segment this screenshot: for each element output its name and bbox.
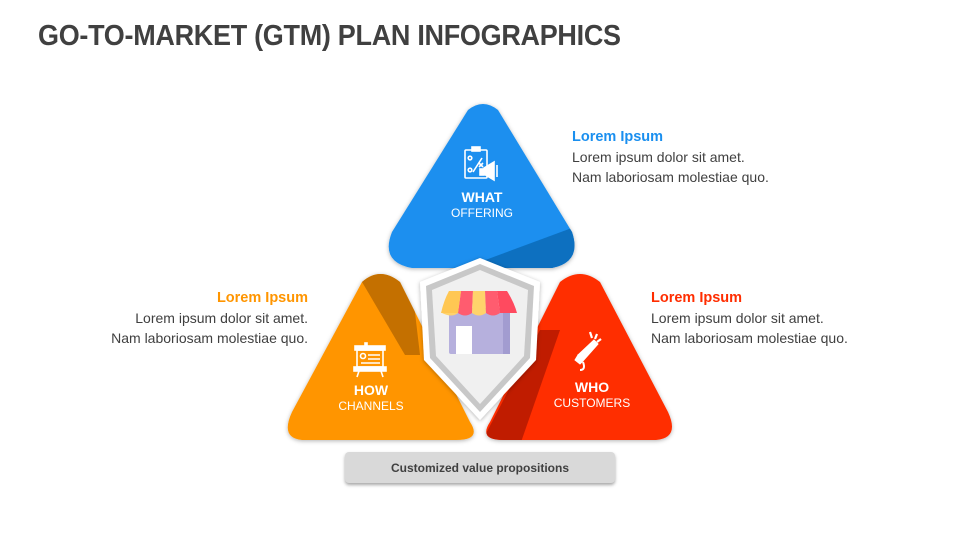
page-title: GO-TO-MARKET (GTM) PLAN INFOGRAPHICS: [38, 20, 621, 52]
how-description: Lorem Ipsum Lorem ipsum dolor sit amet. …: [48, 288, 308, 348]
what-body-line2: Nam laboriosam molestiae quo.: [572, 169, 769, 185]
who-title: WHO: [574, 379, 610, 395]
what-body-line1: Lorem ipsum dolor sit amet.: [572, 149, 745, 165]
what-heading: Lorem Ipsum: [572, 129, 664, 145]
who-label: WHO CUSTOMERS: [532, 379, 652, 411]
who-heading: Lorem Ipsum: [651, 290, 743, 306]
how-segment: [287, 274, 474, 440]
how-heading: Lorem Ipsum: [216, 290, 308, 306]
who-subtitle: CUSTOMERS: [553, 396, 631, 410]
presentation-board-icon: [353, 342, 387, 378]
how-label: HOW CHANNELS: [311, 382, 431, 414]
who-body-line1: Lorem ipsum dolor sit amet.: [651, 310, 824, 326]
storefront-icon: [441, 291, 517, 354]
strategy-board-megaphone-icon: [464, 146, 498, 182]
how-subtitle: CHANNELS: [338, 399, 404, 413]
how-body-line2: Nam laboriosam molestiae quo.: [111, 330, 308, 346]
what-description: Lorem Ipsum Lorem ipsum dolor sit amet. …: [572, 127, 832, 187]
who-body-line2: Nam laboriosam molestiae quo.: [651, 330, 848, 346]
what-subtitle: OFFERING: [451, 206, 513, 220]
megaphone-icon: [574, 331, 602, 371]
value-proposition-box: Customized value propositions: [345, 452, 615, 483]
what-title: WHAT: [461, 189, 503, 205]
who-description: Lorem Ipsum Lorem ipsum dolor sit amet. …: [651, 288, 911, 348]
what-label: WHAT OFFERING: [422, 189, 542, 221]
how-title: HOW: [353, 382, 389, 398]
how-body-line1: Lorem ipsum dolor sit amet.: [135, 310, 308, 326]
